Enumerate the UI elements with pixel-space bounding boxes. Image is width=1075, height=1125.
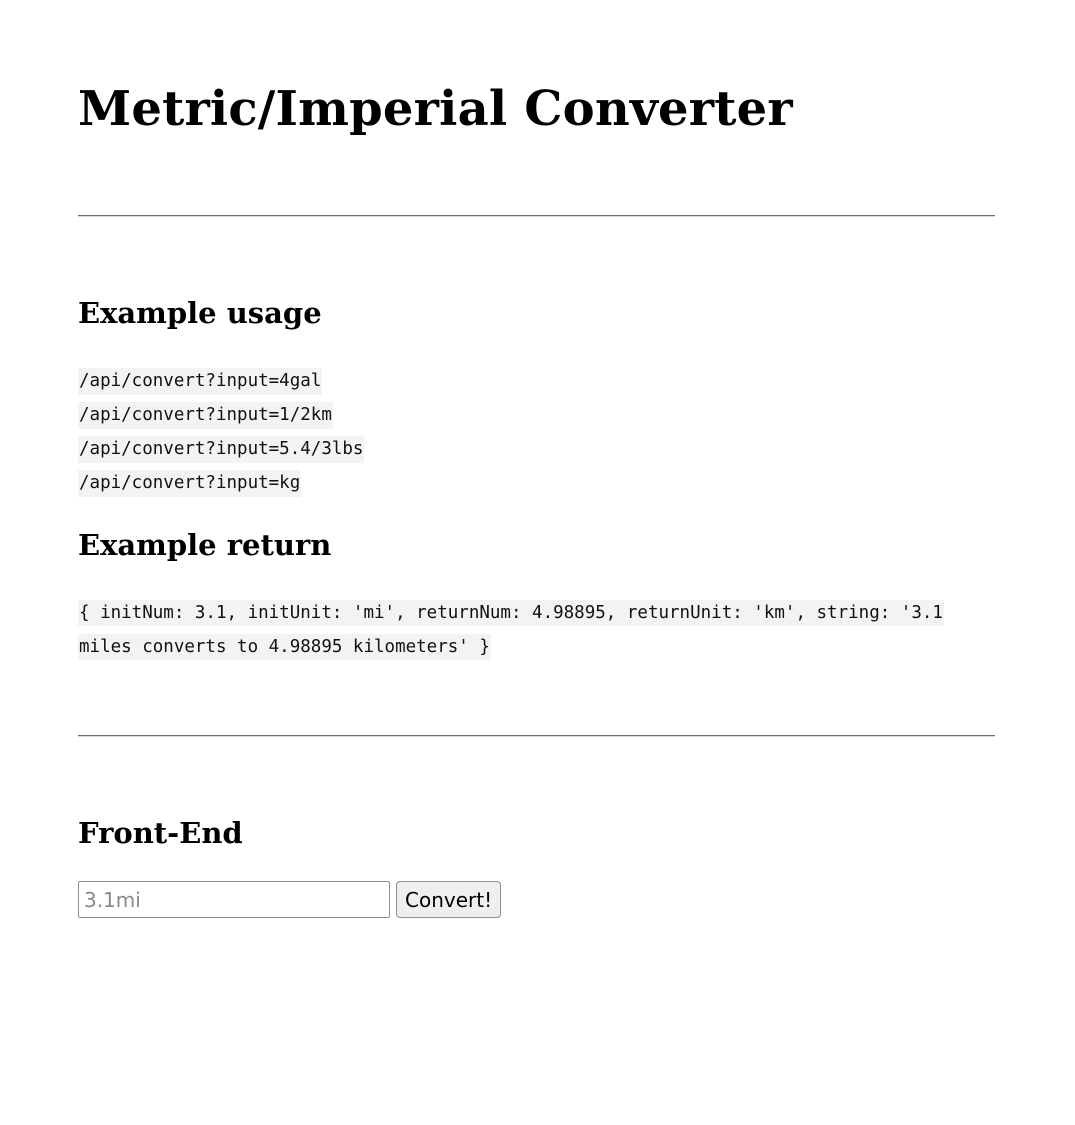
convert-form: Convert!: [78, 881, 502, 918]
top-divider: [78, 215, 995, 217]
unit-input[interactable]: [78, 881, 390, 918]
example-return-heading: Example return: [78, 528, 332, 562]
example-usage-list: /api/convert?input=4gal /api/convert?inp…: [78, 367, 365, 503]
usage-example-code: /api/convert?input=kg: [78, 470, 302, 497]
example-return-code: { initNum: 3.1, initUnit: 'mi', returnNu…: [78, 600, 944, 660]
usage-example-code: /api/convert?input=5.4/3lbs: [78, 436, 365, 463]
example-usage-heading: Example usage: [78, 296, 322, 330]
front-end-heading: Front-End: [78, 816, 243, 850]
example-return-block: { initNum: 3.1, initUnit: 'mi', returnNu…: [78, 596, 995, 664]
usage-example-code: /api/convert?input=1/2km: [78, 402, 333, 429]
usage-example-code: /api/convert?input=4gal: [78, 368, 323, 395]
usage-example-line: /api/convert?input=4gal: [78, 367, 364, 401]
usage-example-line: /api/convert?input=5.4/3lbs: [78, 435, 365, 469]
usage-example-line: /api/convert?input=1/2km: [78, 401, 364, 435]
convert-button[interactable]: Convert!: [396, 881, 502, 918]
middle-divider: [78, 735, 995, 737]
page-title: Metric/Imperial Converter: [78, 81, 793, 137]
usage-example-line: /api/convert?input=kg: [78, 469, 364, 503]
